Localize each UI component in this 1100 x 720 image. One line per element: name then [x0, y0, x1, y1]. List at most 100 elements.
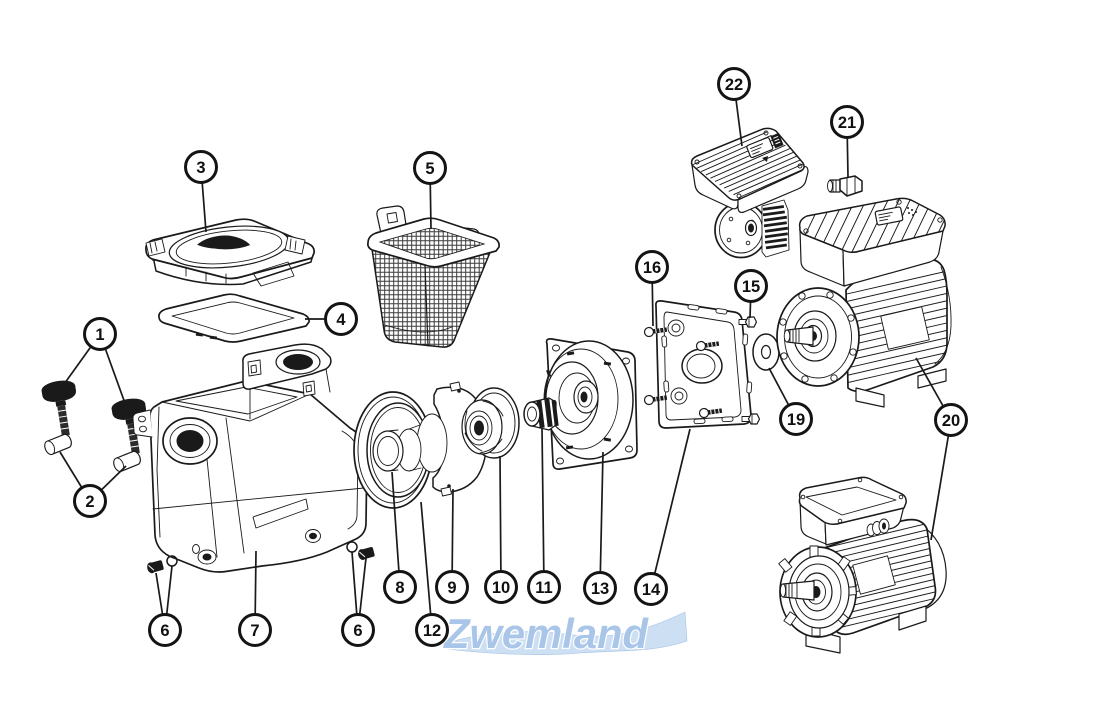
fin-line — [733, 161, 805, 196]
callout-number: 13 — [591, 580, 609, 598]
shaft-seal — [523, 397, 559, 431]
callout-circle — [73, 484, 107, 518]
callout-21: 21 — [830, 105, 864, 139]
fin-line — [840, 198, 868, 253]
drive-heatsink — [761, 199, 790, 258]
fin-line — [824, 519, 936, 552]
seal-plate — [543, 338, 638, 470]
callout-number: 8 — [395, 579, 404, 597]
fin-line — [691, 131, 768, 166]
callout-number: 7 — [250, 622, 259, 640]
callout-circle — [779, 402, 813, 436]
drain-plug — [147, 555, 178, 574]
drive-unit — [690, 127, 809, 259]
callout-number: 6 — [160, 622, 169, 640]
callout-number: 5 — [425, 160, 434, 178]
callout-7: 7 — [238, 613, 272, 647]
callout-20: 20 — [934, 403, 968, 437]
water-slinger — [752, 333, 780, 371]
motor-shaft — [783, 326, 814, 346]
callout-number: 2 — [85, 493, 94, 511]
lid-gasket — [158, 293, 310, 343]
callout-number: 19 — [787, 411, 805, 429]
strainer-lid — [145, 218, 315, 287]
motor-lower — [778, 476, 947, 654]
callout-circle — [830, 105, 864, 139]
callout-number: 6 — [353, 622, 362, 640]
callout-8: 8 — [383, 570, 417, 604]
callout-circle — [383, 570, 417, 604]
watermark: Zwemland — [442, 609, 688, 658]
fin-line — [846, 343, 947, 371]
callout-number: 11 — [535, 579, 552, 597]
strainer-basket — [366, 205, 500, 348]
fin-line — [737, 164, 805, 199]
watermark-text: Zwemland — [443, 610, 649, 657]
callout-19: 19 — [779, 402, 813, 436]
callout-circle — [238, 613, 272, 647]
fin-line — [846, 336, 947, 364]
callout-2: 2 — [73, 484, 107, 518]
lid-knob — [41, 380, 77, 437]
callout-circle — [415, 613, 449, 647]
callout-leader-line — [541, 427, 545, 588]
callout-circle — [83, 317, 117, 351]
fin-line — [846, 291, 947, 319]
fin-line — [862, 198, 890, 253]
fin-line — [851, 198, 879, 253]
callout-number: 15 — [742, 278, 760, 296]
callout-10: 10 — [484, 570, 518, 604]
callout-5: 5 — [413, 151, 447, 185]
fin-line — [846, 269, 947, 297]
callout-circle — [341, 613, 375, 647]
callout-leader-line — [930, 419, 952, 541]
callout-3: 3 — [184, 150, 218, 184]
inlet-boss — [162, 417, 218, 465]
fin-line — [846, 284, 947, 312]
cable-gland — [827, 175, 863, 197]
callout-12: 12 — [415, 613, 449, 647]
callout-number: 14 — [642, 581, 661, 599]
callout-16: 16 — [635, 250, 669, 284]
drain-plug — [346, 541, 375, 560]
lid-knob — [111, 398, 147, 455]
callout-number: 12 — [423, 622, 441, 640]
callout-6: 6 — [341, 613, 375, 647]
fin-line — [846, 350, 947, 378]
callout-leader-line — [599, 451, 604, 589]
callout-leader-line — [650, 428, 691, 590]
callout-15: 15 — [734, 269, 768, 303]
callout-number: 1 — [95, 326, 104, 344]
callout-13: 13 — [583, 571, 617, 605]
callout-number: 20 — [942, 412, 960, 430]
callout-circle — [324, 302, 358, 336]
pump-housing — [132, 343, 368, 573]
callout-14: 14 — [634, 572, 668, 606]
callout-circle — [717, 67, 751, 101]
fin-line — [714, 148, 791, 182]
motor-mounting-plate — [655, 300, 753, 429]
callout-circle — [527, 570, 561, 604]
fin-line — [884, 198, 912, 253]
callout-22: 22 — [717, 67, 751, 101]
callout-circle — [583, 571, 617, 605]
fin-line — [846, 358, 947, 386]
fin-line — [846, 276, 947, 304]
motor-lower-shaft — [779, 580, 815, 601]
drive-box — [690, 127, 809, 214]
callout-number: 9 — [447, 579, 456, 597]
callout-leader-line — [420, 501, 433, 631]
knob-nut — [44, 433, 72, 456]
callout-11: 11 — [527, 570, 561, 604]
callout-circle — [634, 572, 668, 606]
callout-1: 1 — [83, 317, 117, 351]
callout-6: 6 — [148, 613, 182, 647]
callout-circle — [435, 570, 469, 604]
mounting-bolt — [643, 326, 723, 419]
callout-circle — [413, 151, 447, 185]
lid-logo — [197, 235, 251, 250]
callout-leader-line — [391, 471, 401, 588]
callout-number: 3 — [196, 159, 205, 177]
callout-number: 4 — [336, 311, 346, 329]
